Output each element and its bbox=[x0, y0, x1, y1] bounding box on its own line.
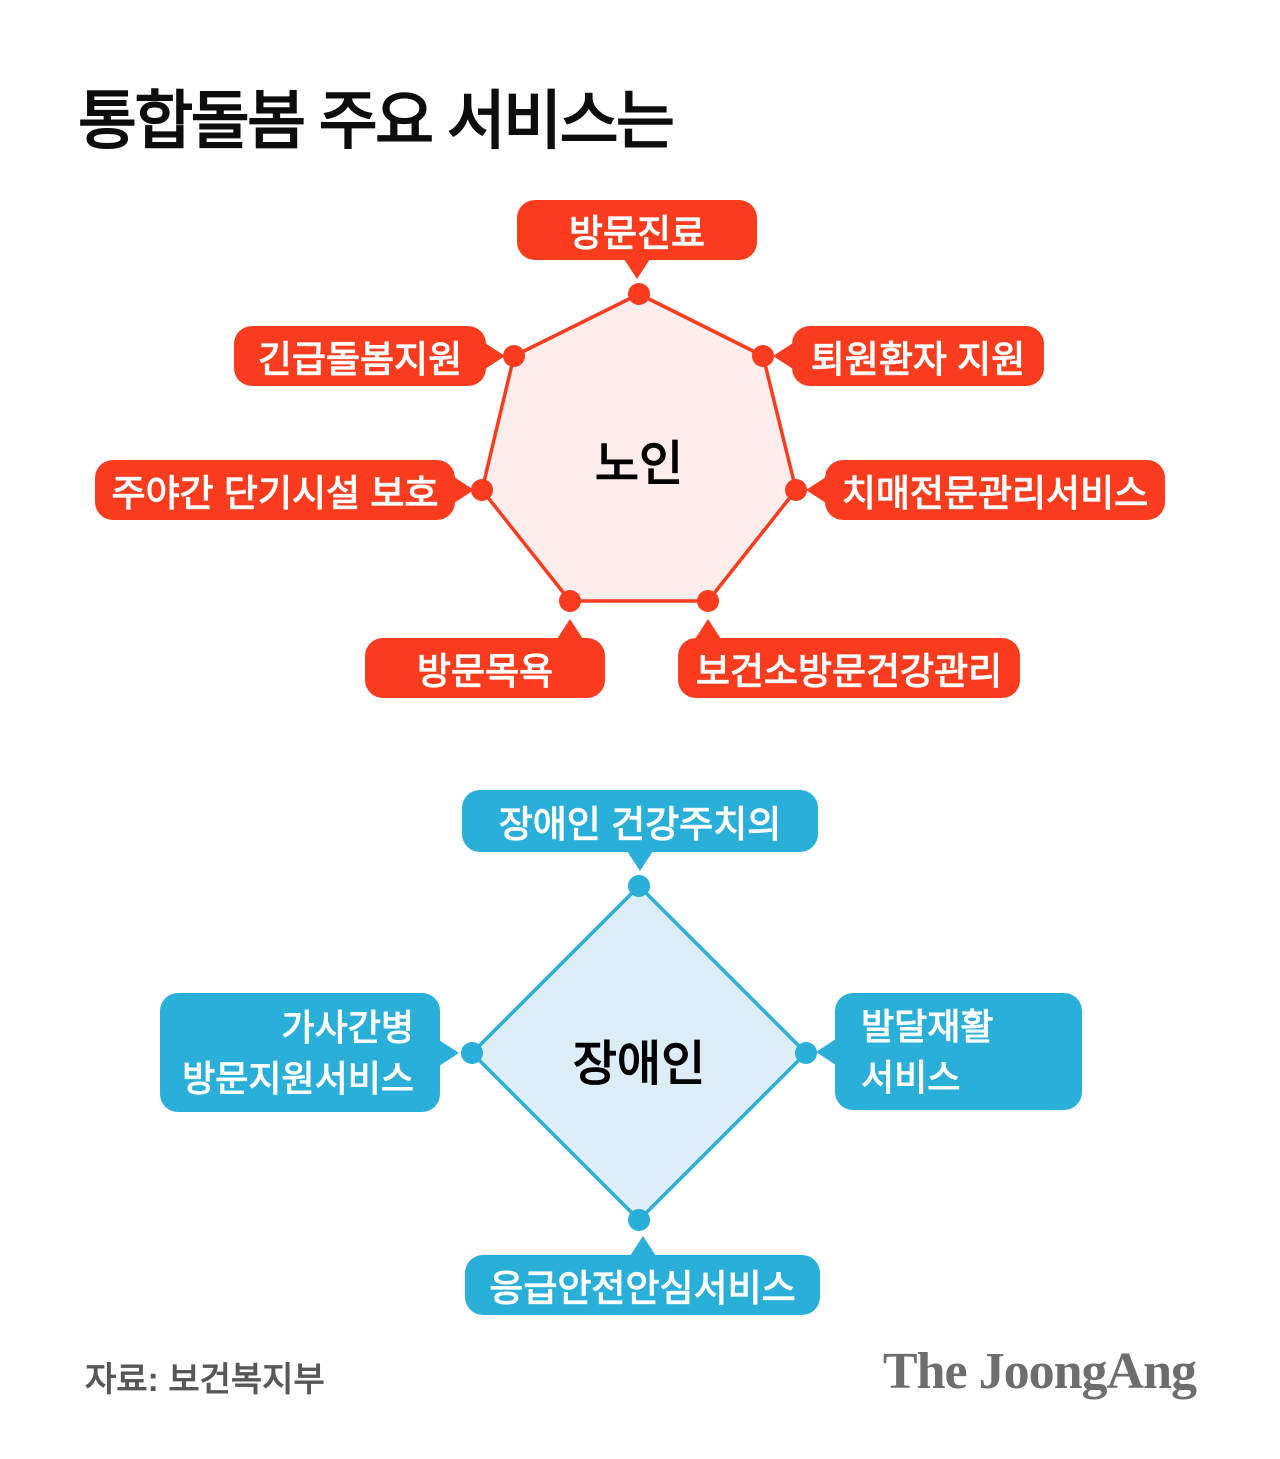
diamond-vertex-dots bbox=[461, 875, 817, 1231]
source-credit: 자료: 보건복지부 bbox=[85, 1361, 325, 1399]
publisher-logo: The JoongAng bbox=[882, 1343, 1197, 1400]
heptagon-vertex-dot bbox=[697, 590, 719, 612]
disabled-center-label: 장애인 bbox=[572, 1038, 706, 1091]
bubble-urgent-care: 긴급돌봄지원 bbox=[234, 326, 486, 386]
bubble-visit-bath: 방문목욕 bbox=[365, 638, 605, 698]
bubble-emergency-safety: 응급안전안심서비스 bbox=[465, 1255, 820, 1315]
page-title: 통합돌봄 주요 서비스는 bbox=[78, 85, 675, 157]
bubble-health-center-visit: 보건소방문건강관리 bbox=[678, 638, 1020, 698]
heptagon-vertex-dot bbox=[785, 479, 807, 501]
bubble-primary-doctor: 장애인 건강주치의 bbox=[462, 790, 818, 852]
heptagon-vertex-dots bbox=[471, 283, 807, 612]
elderly-heptagon bbox=[480, 292, 798, 603]
bubble-housekeeping-visit: 가사간병 방문지원서비스 bbox=[160, 993, 440, 1112]
heptagon-vertex-dot bbox=[752, 345, 774, 367]
bubble-dementia-management: 치매전문관리서비스 bbox=[825, 460, 1165, 520]
heptagon-vertex-dot bbox=[628, 283, 650, 305]
heptagon-vertex-dot bbox=[503, 345, 525, 367]
bubble-discharge-support: 퇴원환자 지원 bbox=[792, 326, 1044, 386]
heptagon-vertex-dot bbox=[471, 479, 493, 501]
diamond-vertex-dot bbox=[795, 1042, 817, 1064]
diamond-vertex-dot bbox=[628, 1209, 650, 1231]
bubble-short-term-facility: 주야간 단기시설 보호 bbox=[95, 460, 455, 520]
diamond-vertex-dot bbox=[628, 875, 650, 897]
heptagon-vertex-dot bbox=[559, 590, 581, 612]
elderly-center-label: 노인 bbox=[594, 438, 684, 491]
bubble-visit-treatment: 방문진료 bbox=[517, 200, 757, 260]
diamond-vertex-dot bbox=[461, 1042, 483, 1064]
bubble-developmental-rehab: 발달재활 서비스 bbox=[835, 993, 1082, 1110]
